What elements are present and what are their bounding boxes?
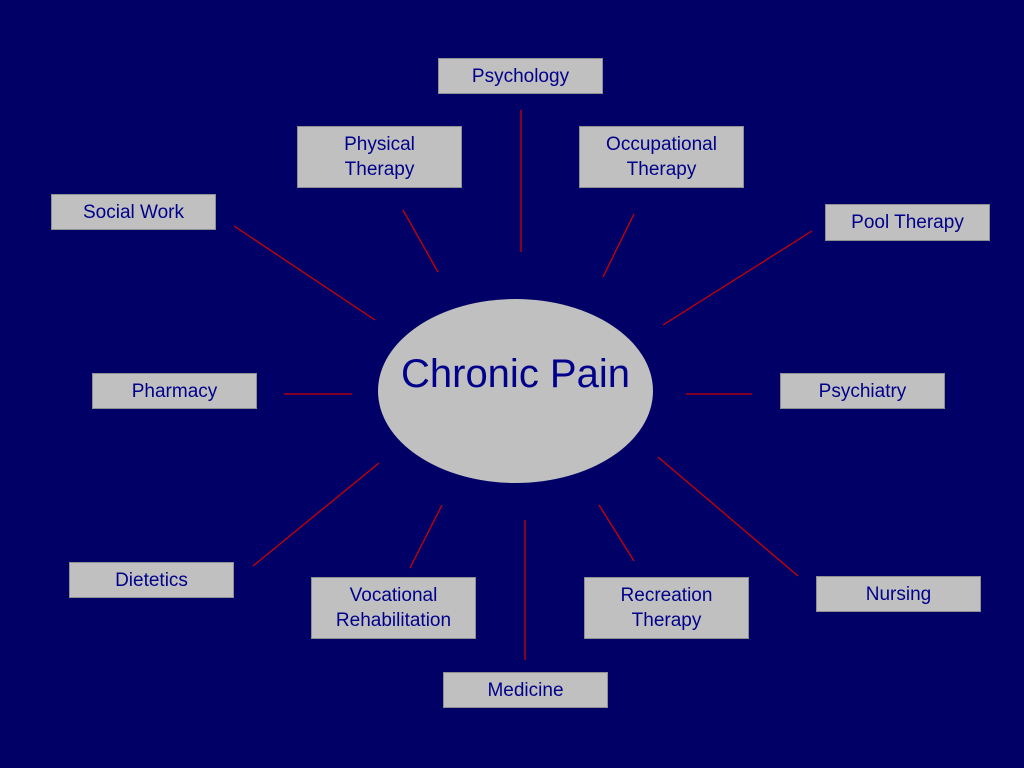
node-label-social-work: Social Work bbox=[82, 201, 184, 223]
connector-vocational-rehabilitation bbox=[409, 504, 443, 569]
node-pharmacy: Pharmacy bbox=[92, 373, 257, 409]
connector-social-work bbox=[233, 225, 376, 321]
node-label-nursing: Nursing bbox=[865, 583, 932, 605]
connector-occupational-therapy bbox=[602, 213, 635, 278]
connector-physical-therapy bbox=[402, 209, 439, 273]
node-recreation-therapy: Recreation Therapy bbox=[584, 577, 749, 639]
node-pool-therapy: Pool Therapy bbox=[825, 204, 990, 241]
node-label-vocational-rehabilitation: Vocational Rehabilitation bbox=[335, 585, 452, 631]
node-psychiatry: Psychiatry bbox=[780, 373, 945, 409]
node-label-psychology: Psychology bbox=[471, 65, 570, 87]
node-label-medicine: Medicine bbox=[487, 679, 564, 701]
center-node-ellipse: Chronic Pain bbox=[378, 299, 653, 483]
node-vocational-rehabilitation: Vocational Rehabilitation bbox=[311, 577, 476, 639]
node-medicine: Medicine bbox=[443, 672, 608, 708]
connector-recreation-therapy bbox=[598, 504, 635, 562]
node-label-psychiatry: Psychiatry bbox=[818, 380, 907, 402]
node-label-physical-therapy: Physical Therapy bbox=[344, 134, 415, 180]
connector-nursing bbox=[657, 456, 799, 577]
center-node-label: Chronic Pain bbox=[400, 351, 630, 396]
connector-dietetics bbox=[252, 462, 380, 567]
node-occupational-therapy: Occupational Therapy bbox=[579, 126, 744, 188]
node-social-work: Social Work bbox=[51, 194, 216, 230]
node-physical-therapy: Physical Therapy bbox=[297, 126, 462, 188]
node-label-dietetics: Dietetics bbox=[115, 569, 188, 591]
node-psychology: Psychology bbox=[438, 58, 603, 94]
node-label-occupational-therapy: Occupational Therapy bbox=[606, 134, 717, 180]
connector-pool-therapy bbox=[662, 230, 813, 326]
node-label-pool-therapy: Pool Therapy bbox=[851, 212, 964, 233]
node-nursing: Nursing bbox=[816, 576, 981, 612]
node-label-pharmacy: Pharmacy bbox=[131, 380, 218, 402]
node-label-recreation-therapy: Recreation Therapy bbox=[620, 585, 713, 631]
node-dietetics: Dietetics bbox=[69, 562, 234, 598]
